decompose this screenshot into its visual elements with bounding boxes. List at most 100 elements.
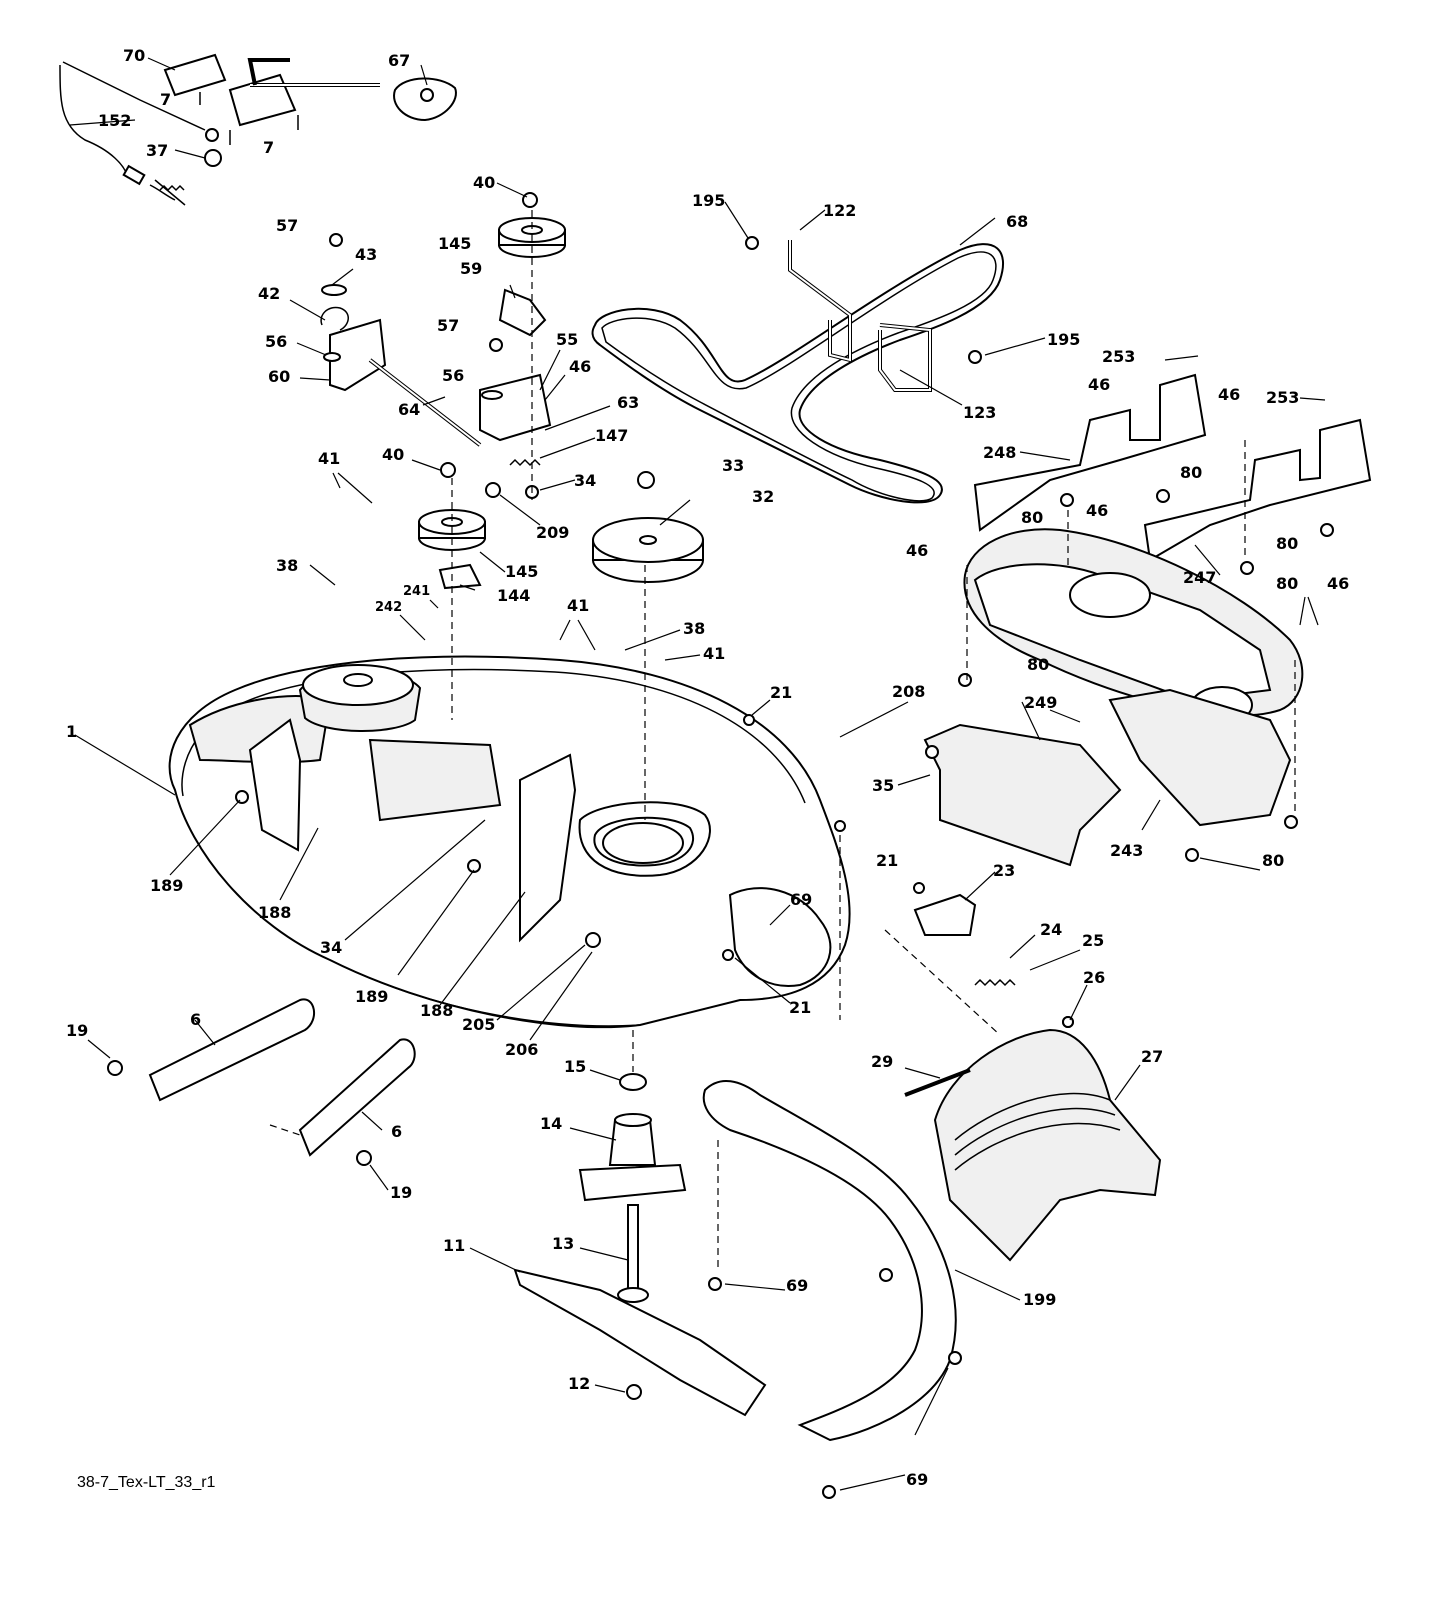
callout-35: 35 bbox=[872, 776, 894, 795]
callout-145: 145 bbox=[505, 562, 538, 581]
callout-80: 80 bbox=[1276, 534, 1298, 553]
gauge-bracket bbox=[745, 236, 982, 392]
callout-206: 206 bbox=[505, 1040, 538, 1059]
callout-27: 27 bbox=[1141, 1047, 1163, 1066]
callout-59: 59 bbox=[460, 259, 482, 278]
callout-41: 41 bbox=[318, 449, 340, 468]
callout-195: 195 bbox=[692, 191, 725, 210]
callout-152: 152 bbox=[98, 111, 131, 130]
callout-labels: 70 67 7 7 152 37 40 195 122 68 57 43 145… bbox=[66, 46, 1349, 1489]
callout-64: 64 bbox=[398, 400, 420, 419]
callout-46: 46 bbox=[1327, 574, 1349, 593]
callout-56: 56 bbox=[442, 366, 464, 385]
callout-188: 188 bbox=[258, 903, 291, 922]
callout-80: 80 bbox=[1262, 851, 1284, 870]
callout-15: 15 bbox=[564, 1057, 586, 1076]
idler-arm bbox=[320, 233, 552, 499]
callout-123: 123 bbox=[963, 403, 996, 422]
callout-69: 69 bbox=[790, 890, 812, 909]
callout-63: 63 bbox=[617, 393, 639, 412]
callout-68: 68 bbox=[1006, 212, 1028, 231]
callout-6: 6 bbox=[190, 1010, 201, 1029]
callout-46: 46 bbox=[1086, 501, 1108, 520]
callout-34: 34 bbox=[320, 938, 342, 957]
callout-23: 23 bbox=[993, 861, 1015, 880]
callout-40: 40 bbox=[473, 173, 495, 192]
callout-41: 41 bbox=[703, 644, 725, 663]
callout-249: 249 bbox=[1024, 693, 1057, 712]
callout-205: 205 bbox=[462, 1015, 495, 1034]
callout-69: 69 bbox=[906, 1470, 928, 1489]
callout-26: 26 bbox=[1083, 968, 1105, 987]
callout-19: 19 bbox=[390, 1183, 412, 1202]
engagement-linkage bbox=[59, 53, 457, 206]
callout-189: 189 bbox=[355, 987, 388, 1006]
drive-belt bbox=[591, 243, 1005, 504]
callout-80: 80 bbox=[1027, 655, 1049, 674]
callout-1: 1 bbox=[66, 722, 77, 741]
callout-80: 80 bbox=[1021, 508, 1043, 527]
callout-56: 56 bbox=[265, 332, 287, 351]
spindle-pulley bbox=[592, 471, 704, 583]
callout-46: 46 bbox=[569, 357, 591, 376]
callout-43: 43 bbox=[355, 245, 377, 264]
callout-32: 32 bbox=[752, 487, 774, 506]
callout-46: 46 bbox=[1088, 375, 1110, 394]
callout-122: 122 bbox=[823, 201, 856, 220]
idler-pulley-upper bbox=[498, 192, 566, 337]
callout-55: 55 bbox=[556, 330, 578, 349]
callout-38: 38 bbox=[683, 619, 705, 638]
callout-19: 19 bbox=[66, 1021, 88, 1040]
callout-67: 67 bbox=[388, 51, 410, 70]
callout-11: 11 bbox=[443, 1236, 465, 1255]
callout-69: 69 bbox=[786, 1276, 808, 1295]
callout-248: 248 bbox=[983, 443, 1016, 462]
drawing-code: 38-7_Tex-LT_33_r1 bbox=[77, 1474, 216, 1491]
callout-209: 209 bbox=[536, 523, 569, 542]
callout-60: 60 bbox=[268, 367, 290, 386]
callout-42: 42 bbox=[258, 284, 280, 303]
callout-25: 25 bbox=[1082, 931, 1104, 950]
callout-57: 57 bbox=[437, 316, 459, 335]
callout-145: 145 bbox=[438, 234, 471, 253]
discharge-chute bbox=[904, 1016, 1162, 1262]
callout-40: 40 bbox=[382, 445, 404, 464]
callout-37: 37 bbox=[146, 141, 168, 160]
callout-57: 57 bbox=[276, 216, 298, 235]
belt-cover-assembly bbox=[923, 373, 1372, 867]
callout-14: 14 bbox=[540, 1114, 562, 1133]
deck-baffle bbox=[702, 1079, 962, 1499]
callout-189: 189 bbox=[150, 876, 183, 895]
callout-188: 188 bbox=[420, 1001, 453, 1020]
callout-243: 243 bbox=[1110, 841, 1143, 860]
callout-41: 41 bbox=[567, 596, 589, 615]
callout-199: 199 bbox=[1023, 1290, 1056, 1309]
callout-147: 147 bbox=[595, 426, 628, 445]
callout-253: 253 bbox=[1266, 388, 1299, 407]
callout-21: 21 bbox=[770, 683, 792, 702]
callout-80: 80 bbox=[1276, 574, 1298, 593]
callout-80: 80 bbox=[1180, 463, 1202, 482]
callout-241: 241 bbox=[403, 584, 430, 599]
callout-46: 46 bbox=[906, 541, 928, 560]
spindle-assembly bbox=[513, 1073, 767, 1417]
lift-arms bbox=[107, 998, 416, 1166]
callout-38: 38 bbox=[276, 556, 298, 575]
callout-247: 247 bbox=[1183, 568, 1216, 587]
callout-24: 24 bbox=[1040, 920, 1062, 939]
callout-21: 21 bbox=[876, 851, 898, 870]
callout-6: 6 bbox=[391, 1122, 402, 1141]
callout-33: 33 bbox=[722, 456, 744, 475]
callout-144: 144 bbox=[497, 586, 530, 605]
callout-7: 7 bbox=[160, 90, 171, 109]
alignment-lines bbox=[269, 210, 1296, 1270]
callout-242: 242 bbox=[375, 600, 402, 615]
callout-70: 70 bbox=[123, 46, 145, 65]
callout-34: 34 bbox=[574, 471, 596, 490]
callout-253: 253 bbox=[1102, 347, 1135, 366]
callout-195: 195 bbox=[1047, 330, 1080, 349]
callout-12: 12 bbox=[568, 1374, 590, 1393]
callout-21: 21 bbox=[789, 998, 811, 1017]
callout-13: 13 bbox=[552, 1234, 574, 1253]
